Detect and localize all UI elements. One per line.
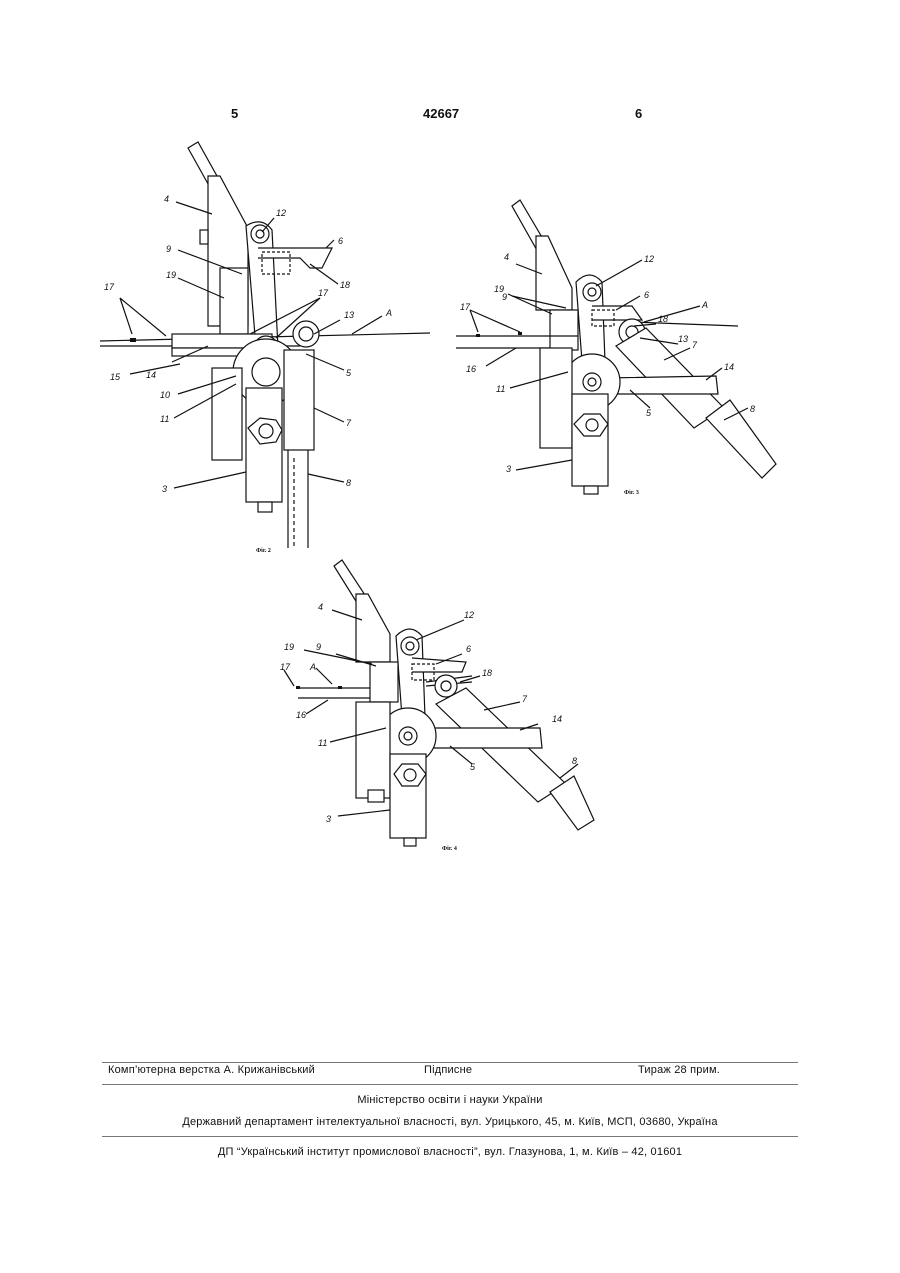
figure-4-drawing: 4 12 19 9 6 17 A 18 16 7 14 11 5 8 3 Фіг… — [276, 558, 606, 858]
footer-rule-top — [102, 1062, 798, 1063]
fig4-label-8: 8 — [572, 756, 577, 766]
fig4-label-19: 19 — [284, 642, 294, 652]
fig4-label-12: 12 — [464, 610, 474, 620]
fig4-label-11: 11 — [318, 738, 327, 748]
fig3-label-17: 17 — [460, 302, 471, 312]
page-number-left: 5 — [231, 106, 238, 121]
fig4-label-16: 16 — [296, 710, 306, 720]
fig2-label-17a: 17 — [104, 282, 115, 292]
fig2-label-5: 5 — [346, 368, 352, 378]
fig4-label-a: A — [309, 662, 316, 672]
fig2-label-9: 9 — [166, 244, 171, 254]
fig4-label-5: 5 — [470, 762, 476, 772]
fig3-label-14: 14 — [724, 362, 734, 372]
fig2-label-3: 3 — [162, 484, 167, 494]
fig3-label-5: 5 — [646, 408, 652, 418]
fig2-label-4: 4 — [164, 194, 169, 204]
department-line: Державний департамент інтелектуальної вл… — [0, 1116, 900, 1128]
fig2-label-7: 7 — [346, 418, 352, 428]
fig2-label-10: 10 — [160, 390, 170, 400]
patent-number: 42667 — [423, 106, 459, 121]
fig2-label-18: 18 — [340, 280, 350, 290]
fig2-label-17b: 17 — [318, 288, 329, 298]
ministry-line: Міністерство освіти і науки України — [0, 1094, 900, 1106]
fig2-label-11: 11 — [160, 414, 169, 424]
fig4-label-9: 9 — [316, 642, 321, 652]
fig4-label-6: 6 — [466, 644, 471, 654]
figure-2: 4 12 6 9 19 18 17 17 13 A 14 15 10 11 5 … — [100, 138, 430, 558]
figure-2-drawing: 4 12 6 9 19 18 17 17 13 A 14 15 10 11 5 … — [100, 138, 430, 558]
fig4-label-4: 4 — [318, 602, 323, 612]
fig4-label-14: 14 — [552, 714, 562, 724]
footer-rule-middle — [102, 1084, 798, 1085]
fig2-label-a: A — [385, 308, 392, 318]
fig3-label-9: 9 — [502, 292, 507, 302]
fig3-label-13: 13 — [678, 334, 688, 344]
fig3-label-a: A — [701, 300, 708, 310]
fig2-label-15: 15 — [110, 372, 121, 382]
fig3-label-4: 4 — [504, 252, 509, 262]
fig3-label-8: 8 — [750, 404, 755, 414]
fig2-label-12: 12 — [276, 208, 286, 218]
signed-note: Підписне — [424, 1064, 472, 1076]
fig2-caption: Фіг. 2 — [256, 548, 271, 554]
fig3-label-16: 16 — [466, 364, 476, 374]
fig4-label-7: 7 — [522, 694, 528, 704]
typesetting-credit: Комп’ютерна верстка А. Крижанівський — [108, 1064, 315, 1076]
fig3-label-3: 3 — [506, 464, 511, 474]
fig4-caption: Фіг. 4 — [442, 846, 457, 852]
fig3-label-6: 6 — [644, 290, 649, 300]
figure-3-drawing: 4 12 19 9 6 A 17 18 13 7 16 14 11 5 8 3 … — [456, 198, 786, 503]
page-number-right: 6 — [635, 106, 642, 121]
fig2-label-19: 19 — [166, 270, 176, 280]
fig3-label-12: 12 — [644, 254, 654, 264]
fig3-caption: Фіг. 3 — [624, 490, 639, 496]
figure-3: 4 12 19 9 6 A 17 18 13 7 16 14 11 5 8 3 … — [456, 198, 786, 503]
fig3-label-11: 11 — [496, 384, 505, 394]
fig2-label-6: 6 — [338, 236, 343, 246]
circulation-note: Тираж 28 прим. — [638, 1064, 720, 1076]
institute-line: ДП “Український інститут промислової вла… — [0, 1146, 900, 1158]
fig3-label-7: 7 — [692, 340, 698, 350]
fig2-label-8: 8 — [346, 478, 351, 488]
footer-rule-bottom — [102, 1136, 798, 1137]
fig4-label-17: 17 — [280, 662, 291, 672]
fig3-label-18: 18 — [658, 314, 668, 324]
figure-4: 4 12 19 9 6 17 A 18 16 7 14 11 5 8 3 Фіг… — [276, 558, 606, 858]
fig4-label-18: 18 — [482, 668, 492, 678]
fig2-label-14: 14 — [146, 370, 156, 380]
fig4-label-3: 3 — [326, 814, 331, 824]
fig2-label-13: 13 — [344, 310, 354, 320]
